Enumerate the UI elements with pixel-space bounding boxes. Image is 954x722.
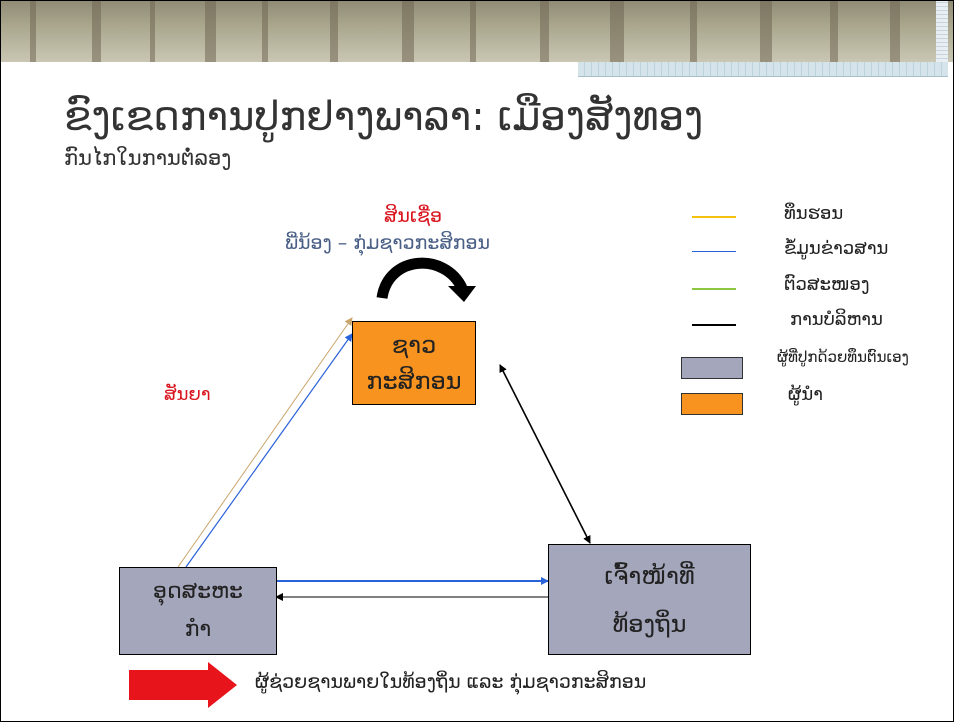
credit-label: ສິນເຊື່ອ: [384, 205, 443, 227]
admin-arrow-farmer-officials: [499, 364, 591, 544]
footer-red-arrow: [129, 662, 237, 708]
slide-subtitle: ກົນໄກໃນການຕໍ່ລອງ: [64, 146, 232, 170]
credit-loop-arrowhead: [448, 286, 476, 302]
industry-node-line2: ກໍາ: [184, 617, 212, 642]
legend-swatch-self-funded: [681, 357, 743, 379]
legend-label-administration: ການບໍລິຫານ: [790, 309, 883, 330]
footer-text: ຜູ້ຊ່ວຍຊານພາຍໃນທ້ອງຖິ່ນ ແລະ ກຸ່ມຊາວກະສິກ…: [255, 671, 647, 693]
info-arrow-industry-to-farmer: [185, 333, 353, 568]
contract-label: ສັນຍາ: [164, 384, 211, 405]
header-accent-bar: [578, 62, 948, 77]
header-banner-image: [0, 0, 954, 62]
farmer-node-line1: ຊາວ: [391, 331, 437, 359]
legend-label-supplier: ຕົວສະໜອງ: [784, 274, 870, 295]
header-accent-strip: [936, 0, 948, 62]
legend-label-funding: ທຶນຮອນ: [784, 203, 844, 224]
industry-node: ອຸດສະຫະ ກໍາ: [119, 567, 277, 655]
peer-group-label: ພີ່ນ້ອງ – ກຸ່ມຊາວກະສິກອນ: [285, 232, 491, 254]
legend-swatch-supplier: [692, 288, 736, 290]
officials-node: ເຈົ້າໜ້າທີ່ ທ້ອງຖິ່ນ: [548, 544, 751, 655]
industry-node-line1: ອຸດສະຫະ: [153, 579, 243, 604]
farmer-node-line2: ກະສິກອນ: [366, 367, 462, 395]
officials-node-line2: ທ້ອງຖິ່ນ: [612, 609, 687, 638]
legend-label-information: ຂໍ້ມູນຂ່າວສານ: [784, 238, 889, 259]
legend-swatch-information: [692, 251, 736, 252]
credit-loop-arrow: [376, 257, 467, 300]
farmer-node: ຊາວ ກະສິກອນ: [352, 321, 476, 405]
legend-swatch-funding: [692, 216, 736, 218]
legend-label-leader: ຜູ້ນໍາ: [788, 384, 823, 405]
officials-node-line1: ເຈົ້າໜ້າທີ່: [604, 561, 695, 590]
legend-swatch-administration: [692, 324, 736, 326]
legend-label-self-funded: ຜູ້ທີ່ປູກດ້ວຍທຶນຕົນເອງ: [777, 348, 909, 366]
legend-swatch-leader: [681, 393, 743, 415]
slide-title: ຂົງເຂດການປູກຢາງພາລາ: ເມືອງສັງທອງ: [64, 94, 704, 140]
funding-arrow-industry-to-farmer: [177, 317, 353, 568]
